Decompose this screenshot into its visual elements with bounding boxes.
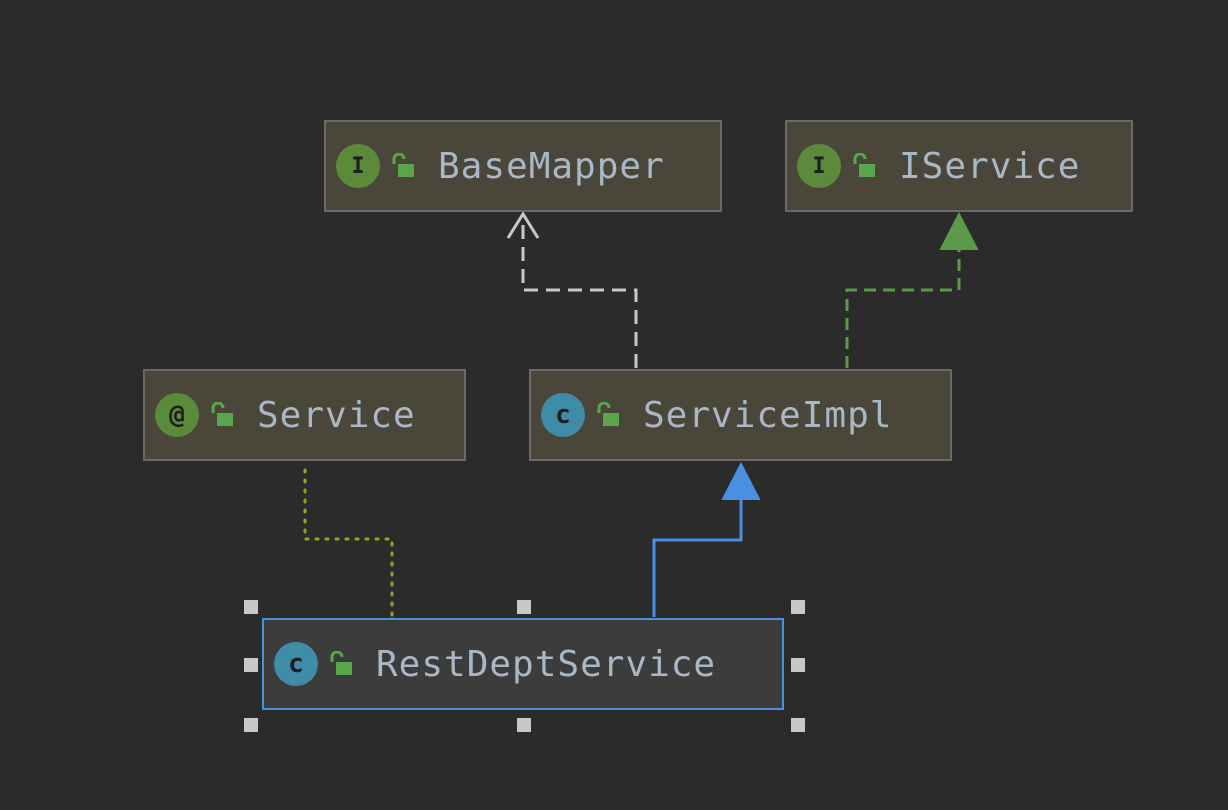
resize-handle-left[interactable] (244, 658, 258, 672)
class-icon: c (541, 393, 585, 437)
node-restdeptservice[interactable]: c RestDeptService (262, 618, 784, 710)
edge-serviceimpl-iservice (845, 248, 961, 368)
open-arrowhead (506, 211, 540, 239)
edge-restdeptservice-serviceimpl (652, 498, 743, 617)
implements-arrowhead (939, 211, 979, 250)
node-iservice[interactable]: I IService (785, 120, 1133, 212)
node-label: BaseMapper (438, 145, 665, 187)
interface-icon: I (336, 144, 380, 188)
resize-handle-top-left[interactable] (244, 600, 258, 614)
interface-icon: I (797, 144, 841, 188)
node-label: Service (257, 394, 416, 436)
lock-open-icon (392, 153, 414, 177)
resize-handle-top[interactable] (517, 600, 531, 614)
lock-open-icon (597, 402, 619, 426)
node-service[interactable]: @ Service (143, 369, 466, 461)
annotation-icon: @ (155, 393, 199, 437)
lock-open-icon (330, 651, 352, 675)
node-label: ServiceImpl (643, 394, 893, 436)
extends-arrowhead (721, 461, 761, 500)
node-basemapper[interactable]: I BaseMapper (324, 120, 722, 212)
resize-handle-top-right[interactable] (791, 600, 805, 614)
edge-restdeptservice-service (303, 468, 394, 619)
node-serviceimpl[interactable]: c ServiceImpl (529, 369, 952, 461)
lock-open-icon (853, 153, 875, 177)
lock-open-icon (211, 402, 233, 426)
class-icon: c (274, 642, 318, 686)
node-label: IService (899, 145, 1081, 187)
resize-handle-bottom-right[interactable] (791, 718, 805, 732)
node-label: RestDeptService (376, 643, 717, 685)
resize-handle-bottom[interactable] (517, 718, 531, 732)
resize-handle-right[interactable] (791, 658, 805, 672)
resize-handle-bottom-left[interactable] (244, 718, 258, 732)
edge-serviceimpl-basemapper (521, 216, 638, 368)
